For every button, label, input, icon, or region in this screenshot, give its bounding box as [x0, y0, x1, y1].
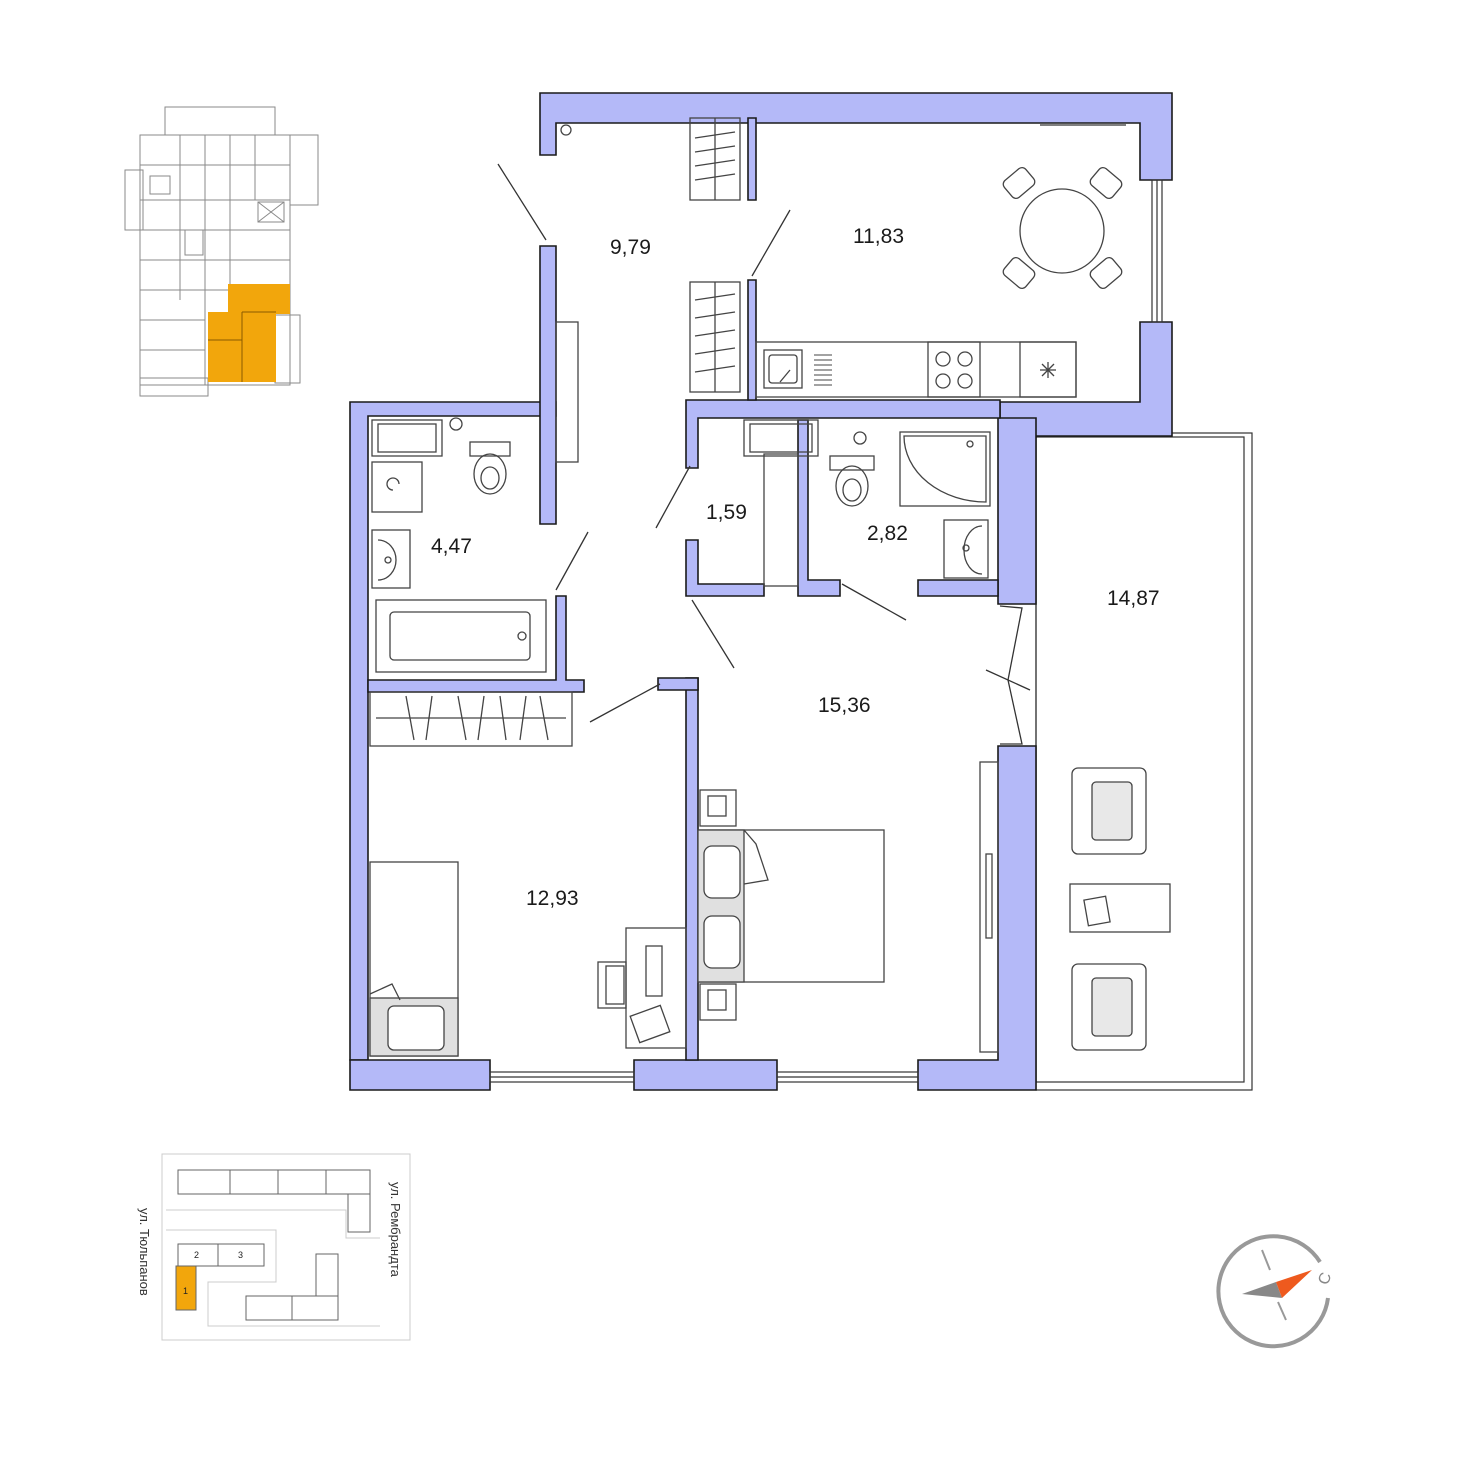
site-plan	[161, 1153, 411, 1341]
key-plan-selected-unit	[208, 284, 290, 382]
compass-icon	[1216, 1234, 1330, 1349]
wall-left	[349, 401, 557, 1061]
area-shower-room: 2,82	[867, 522, 908, 545]
area-bathroom: 4,47	[431, 535, 472, 558]
site-plan-building-3: 3	[238, 1250, 243, 1260]
key-plan	[124, 106, 319, 397]
windows	[489, 124, 1163, 1083]
wall-shower-bottom	[917, 579, 999, 597]
compass-north-label: С	[1315, 1270, 1335, 1287]
wall-hall-left	[539, 245, 557, 525]
wall-shower-left	[797, 419, 841, 597]
wall-bedroom-left	[685, 677, 699, 1061]
walls	[349, 92, 1173, 1091]
bathroom-sink	[371, 529, 411, 589]
street-tyulpanov: ул. Тюльпанов	[137, 1208, 152, 1296]
bathtub-icon	[375, 599, 547, 673]
doors	[497, 163, 1031, 745]
area-kitchen: 11,83	[853, 225, 904, 248]
area-labels: 9,79 11,83 4,47 1,59 2,82 14,87 15,36 12…	[431, 225, 1160, 910]
site-plan-building-1: 1	[183, 1286, 188, 1296]
single-bed	[369, 861, 459, 1057]
area-room: 12,93	[526, 887, 579, 910]
balcony-furniture	[1069, 767, 1171, 1051]
area-hall: 9,79	[610, 236, 651, 259]
washing-machine-icon	[371, 461, 423, 513]
dining-table	[1002, 166, 1123, 290]
balcony-outline	[1035, 432, 1253, 1091]
toilet-icon	[469, 441, 511, 495]
wall-bath-bottom	[367, 595, 585, 693]
desk	[597, 927, 687, 1049]
wall-right-lower	[917, 745, 1037, 1091]
street-rembrandta: ул. Рембрандта	[388, 1182, 403, 1278]
fridge-icon	[1019, 341, 1077, 398]
wall-top	[539, 92, 1173, 181]
wall-kitchen-left	[747, 117, 757, 201]
wall-closet-top	[685, 399, 1001, 469]
stove-icon	[927, 341, 981, 398]
wall-closet-bottom	[685, 539, 765, 597]
hall-wardrobe	[555, 117, 741, 463]
room-wardrobe	[369, 691, 573, 747]
wall-bath-right	[997, 417, 1037, 605]
area-closet: 1,59	[706, 501, 747, 524]
bedroom-wardrobe	[979, 761, 999, 1053]
furniture	[369, 117, 1171, 1057]
area-balcony: 14,87	[1107, 587, 1160, 610]
wall-bottom-left	[349, 1059, 491, 1091]
site-plan-building-2: 2	[194, 1250, 199, 1260]
sink-icon	[763, 349, 803, 389]
double-bed	[697, 789, 885, 1021]
shower-icon	[899, 431, 991, 507]
area-bedroom: 15,36	[818, 694, 871, 717]
kitchen-counter	[755, 341, 1077, 398]
wall-bottom-mid	[633, 1059, 778, 1091]
